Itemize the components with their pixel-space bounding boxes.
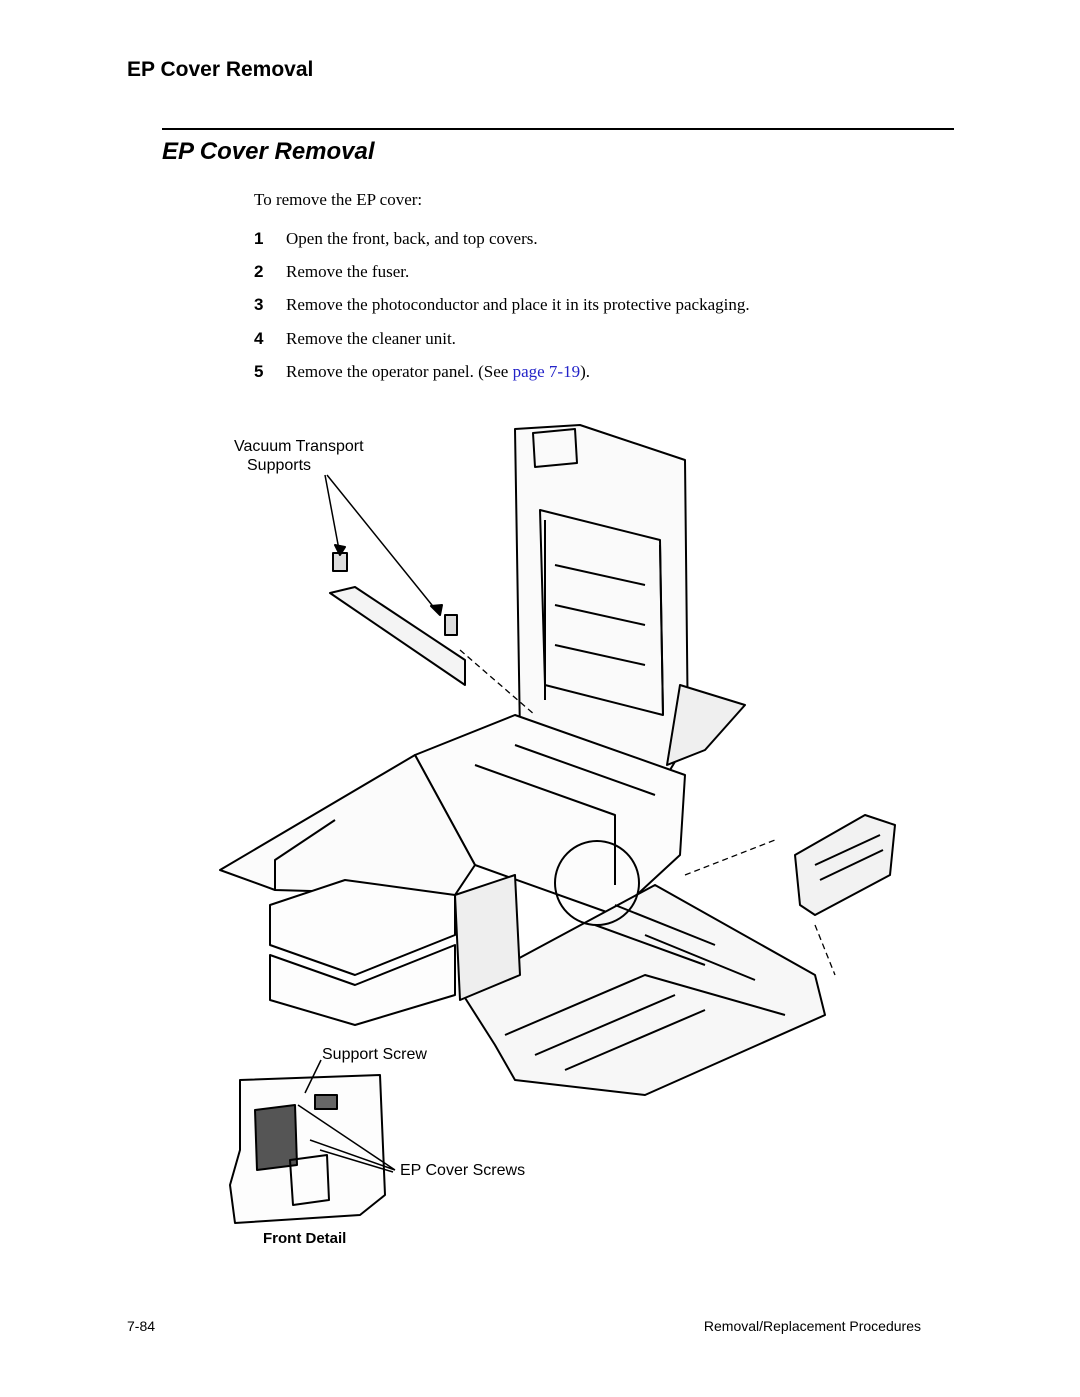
step-text: Remove the cleaner unit.: [286, 329, 456, 348]
step-text: Remove the photoconductor and place it i…: [286, 295, 750, 314]
step-text: Remove the fuser.: [286, 262, 410, 281]
transport-support-right: [444, 614, 458, 636]
paper-cassette-2: [269, 944, 456, 1026]
label-support-screw: Support Screw: [322, 1046, 427, 1063]
step-4: 4 Remove the cleaner unit.: [254, 328, 456, 350]
step-number: 4: [254, 329, 264, 348]
running-header: EP Cover Removal: [127, 58, 314, 81]
label-ep-cover-screws: EP Cover Screws: [400, 1162, 526, 1179]
label-vacuum-transport: Vacuum Transport: [234, 438, 364, 455]
front-detail-inset: [229, 1074, 386, 1224]
ep-cover-removal-illustration: [219, 424, 896, 1224]
page-number: 7-84: [127, 1318, 156, 1334]
ep-cover: [454, 874, 521, 1001]
paper-cassette-1: [269, 879, 456, 976]
step-1: 1 Open the front, back, and top covers.: [254, 228, 538, 250]
front-detail-caption: Front Detail: [263, 1230, 347, 1247]
step-2: 2 Remove the fuser.: [254, 261, 409, 283]
footer-chapter: Removal/Replacement Procedures: [703, 1318, 921, 1334]
intro-text: To remove the EP cover:: [254, 190, 423, 209]
step-number: 5: [254, 362, 264, 381]
step-text-end: ).: [580, 362, 591, 381]
step-number: 1: [254, 229, 264, 248]
step-text: Remove the operator panel. (See: [286, 362, 513, 381]
section-title: EP Cover Removal: [162, 138, 375, 165]
step-number: 2: [254, 262, 264, 281]
page-link[interactable]: page 7-19: [512, 362, 581, 381]
output-tray: [666, 684, 746, 766]
vacuum-transport: [329, 586, 466, 686]
label-supports: Supports: [247, 457, 312, 474]
front-cover: [459, 884, 826, 1096]
step-text: Open the front, back, and top covers.: [286, 229, 538, 248]
operator-panel: [794, 814, 896, 916]
section-rule: [162, 128, 954, 130]
step-number: 3: [254, 295, 264, 314]
left-tray: [219, 754, 476, 896]
step-3: 3 Remove the photoconductor and place it …: [254, 294, 750, 316]
step-5: 5 Remove the operator panel. (See page 7-…: [254, 361, 590, 383]
